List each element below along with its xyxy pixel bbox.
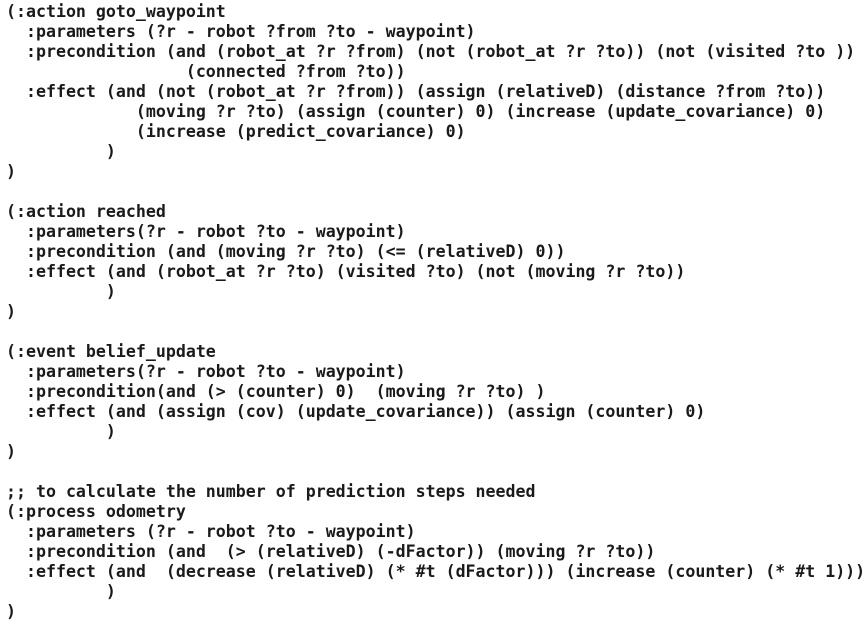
code-line: :effect (and (assign (cov) (update_covar…	[6, 402, 706, 421]
code-line: (connected ?from ?to))	[6, 62, 406, 81]
code-line: :precondition (and (robot_at ?r ?from) (…	[6, 42, 856, 61]
code-line: (increase (predict_covariance) 0)	[6, 122, 466, 141]
code-line: (moving ?r ?to) (assign (counter) 0) (in…	[6, 102, 826, 121]
code-line: (:event belief_update	[6, 342, 216, 361]
code-line: )	[6, 302, 16, 321]
code-line: :precondition (and (moving ?r ?to) (<= (…	[6, 242, 566, 261]
code-line: :precondition(and (> (counter) 0) (movin…	[6, 382, 546, 401]
code-line: )	[6, 422, 116, 441]
code-line: (:action reached	[6, 202, 166, 221]
code-line: :parameters(?r - robot ?to - waypoint)	[6, 222, 406, 241]
code-line: )	[6, 282, 116, 301]
code-comment-line: ;; to calculate the number of prediction…	[6, 482, 536, 501]
code-line: :effect (and (not (robot_at ?r ?from)) (…	[6, 82, 826, 101]
code-line: (:process odometry	[6, 502, 186, 521]
code-line: :parameters(?r - robot ?to - waypoint)	[6, 362, 406, 381]
code-line: :effect (and (decrease (relativeD) (* #t…	[6, 562, 865, 581]
code-line: )	[6, 142, 116, 161]
code-line: )	[6, 162, 16, 181]
code-line: )	[6, 582, 116, 601]
pddl-code-block: (:action goto_waypoint :parameters (?r -…	[6, 2, 865, 621]
code-line: )	[6, 442, 16, 461]
blank-line	[6, 462, 858, 482]
code-line: :precondition (and (> (relativeD) (-dFac…	[6, 542, 656, 561]
code-line: :parameters (?r - robot ?to - waypoint)	[6, 522, 416, 541]
code-line: :effect (and (robot_at ?r ?to) (visited …	[6, 262, 686, 281]
blank-line	[6, 182, 858, 202]
blank-line	[6, 322, 858, 342]
code-line: :parameters (?r - robot ?from ?to - wayp…	[6, 22, 476, 41]
code-line: (:action goto_waypoint	[6, 2, 226, 21]
code-line: )	[6, 602, 16, 621]
